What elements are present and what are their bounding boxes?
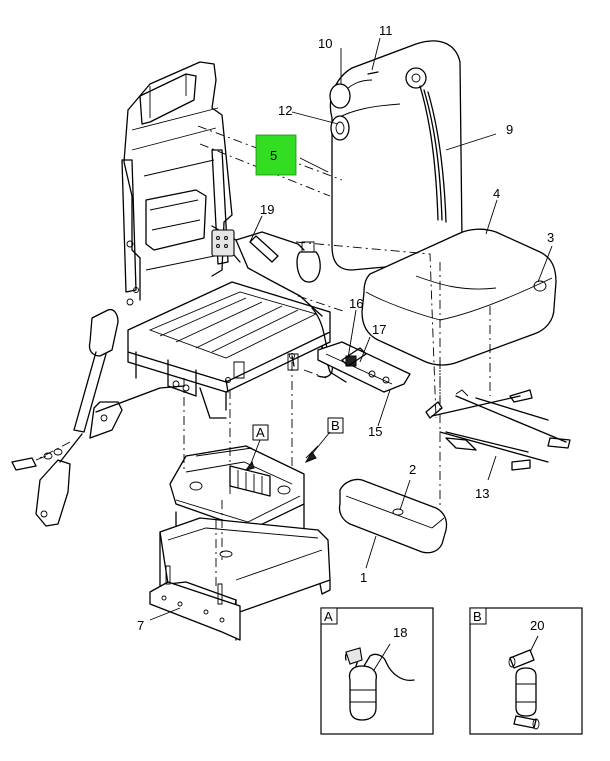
callout-9: 9 <box>506 122 513 137</box>
callout-18: 18 <box>393 625 407 640</box>
callout-13: 13 <box>475 486 489 501</box>
highlight-box <box>255 134 297 176</box>
view-ref-a: A <box>244 424 269 471</box>
callout-5-highlight[interactable]: 5 <box>255 134 297 176</box>
seat-pan-frame <box>127 281 347 419</box>
callouts: 1 2 3 4 7 9 10 11 12 13 15 16 17 19 <box>137 23 554 633</box>
hardware-bolts <box>225 353 295 393</box>
valve-bracket <box>317 341 411 393</box>
air-cylinder-detail <box>508 649 540 730</box>
leader-lines <box>149 37 553 621</box>
detail-view-b-label: B <box>473 609 482 624</box>
callout-10: 10 <box>318 36 332 51</box>
detail-view-a: A 18 <box>320 607 434 735</box>
detail-view-a-label: A <box>324 609 333 624</box>
callout-20: 20 <box>530 618 544 633</box>
callout-12: 12 <box>278 103 292 118</box>
cushion-support-frame <box>425 389 571 471</box>
callout-16: 16 <box>349 296 363 311</box>
mounting-base-plate <box>149 565 241 641</box>
callout-11: 11 <box>379 23 393 38</box>
lumbar-bulb-detail <box>344 647 415 721</box>
detail-view-b: B 20 <box>469 607 583 735</box>
callout-2: 2 <box>409 462 416 477</box>
lumbar-cable-assembly <box>211 225 323 317</box>
armrest <box>338 478 448 554</box>
callout-7: 7 <box>137 618 144 633</box>
callout-5: 5 <box>270 148 277 163</box>
view-ref-a-label: A <box>256 425 265 440</box>
callout-19: 19 <box>260 202 274 217</box>
armrest-bracket <box>73 308 185 439</box>
seat-back-frame <box>121 61 233 306</box>
callout-17: 17 <box>372 322 386 337</box>
view-ref-b: B <box>304 417 344 464</box>
seat-suspension-mechanism <box>169 445 305 537</box>
callout-15: 15 <box>368 424 382 439</box>
seat-back-cushion <box>329 40 463 271</box>
callout-3: 3 <box>547 230 554 245</box>
view-ref-b-label: B <box>331 418 340 433</box>
callout-4: 4 <box>493 186 500 201</box>
callout-1: 1 <box>360 570 367 585</box>
seat-base-riser <box>159 517 331 641</box>
seat-belt-anchor <box>11 433 83 527</box>
